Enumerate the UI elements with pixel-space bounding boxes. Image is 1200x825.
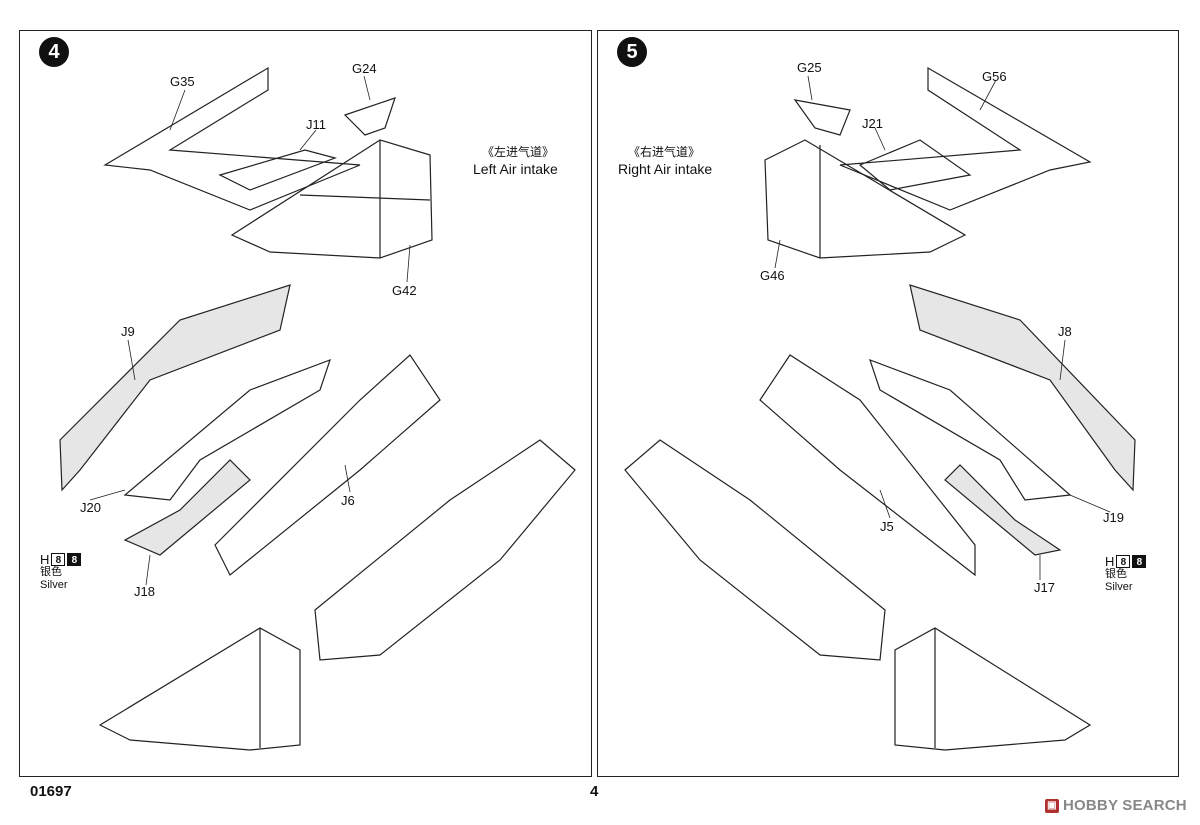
part-j11-shape xyxy=(218,149,337,191)
part-label-j21: J21 xyxy=(862,116,883,131)
left-paint-cn: 银色 xyxy=(40,566,62,578)
part-label-j8: J8 xyxy=(1058,324,1072,339)
right-paint-cn: 银色 xyxy=(1105,568,1127,580)
right-paint-swatch-2: 8 xyxy=(1132,555,1147,568)
left-paint-swatch-1: 8 xyxy=(51,553,66,566)
part-label-g35: G35 xyxy=(170,74,195,89)
part-g24-shape xyxy=(343,97,396,136)
left-paint-callout: H 8 8 银色 Silver xyxy=(40,552,82,592)
assembled-duct-left xyxy=(314,439,576,661)
left-paint-swatch-2: 8 xyxy=(67,553,82,566)
part-label-j11: J11 xyxy=(306,117,326,132)
part-label-g24: G24 xyxy=(352,61,377,76)
kit-number: 01697 xyxy=(30,783,72,800)
part-j20-shape xyxy=(123,358,331,501)
left-paint-code: H 8 8 xyxy=(40,552,82,567)
part-label-g25: G25 xyxy=(797,60,822,75)
part-g56-shape xyxy=(839,66,1092,211)
assembled-intake-right xyxy=(894,627,1092,751)
step-5-panel xyxy=(597,30,1179,777)
step-4-panel xyxy=(19,30,592,777)
step-4-badge: 4 xyxy=(39,37,69,67)
watermark-mark-icon: ▣ xyxy=(1045,798,1059,813)
part-label-g56: G56 xyxy=(982,69,1007,84)
left-title-cn: 《左进气道》 xyxy=(482,145,555,159)
part-label-j5: J5 xyxy=(880,519,894,534)
assembled-intake-left xyxy=(98,627,301,751)
part-g35-shape xyxy=(103,66,361,211)
watermark-text: HOBBY SEARCH xyxy=(1063,797,1187,814)
left-title-en: Left Air intake xyxy=(473,161,558,177)
part-label-j6: J6 xyxy=(341,493,355,508)
part-j6-shape xyxy=(214,354,441,576)
part-j8-shape xyxy=(909,284,1136,492)
watermark-logo: ▣ HOBBY SEARCH xyxy=(1045,797,1187,814)
part-label-g42: G42 xyxy=(392,283,417,298)
part-label-j20: J20 xyxy=(80,500,101,515)
part-j18-shape xyxy=(123,459,251,556)
part-j19-shape xyxy=(869,358,1072,501)
part-label-g46: G46 xyxy=(760,268,785,283)
part-intake-body-right xyxy=(764,139,967,259)
right-paint-en: Silver xyxy=(1105,581,1133,593)
part-j5-shape xyxy=(759,354,976,577)
step-5-badge: 5 xyxy=(617,37,647,67)
left-paint-letter: H xyxy=(40,552,50,567)
left-paint-en: Silver xyxy=(40,579,68,591)
right-title-cn: 《右进气道》 xyxy=(628,145,701,159)
right-paint-code: H 8 8 xyxy=(1105,554,1147,569)
part-label-j19: J19 xyxy=(1103,510,1124,525)
right-paint-letter: H xyxy=(1105,554,1115,569)
right-paint-swatch-1: 8 xyxy=(1116,555,1131,568)
assembled-duct-right xyxy=(624,439,886,661)
part-j21-shape xyxy=(858,139,972,191)
page-number: 4 xyxy=(590,783,599,800)
right-paint-callout: H 8 8 银色 Silver xyxy=(1105,554,1147,594)
part-g25-shape xyxy=(793,99,851,136)
part-label-j18: J18 xyxy=(134,584,155,599)
part-j17-shape xyxy=(944,464,1062,556)
part-label-j9: J9 xyxy=(121,324,135,339)
part-j9-shape xyxy=(59,284,291,492)
part-label-j17: J17 xyxy=(1034,580,1055,595)
right-title-en: Right Air intake xyxy=(618,161,713,177)
